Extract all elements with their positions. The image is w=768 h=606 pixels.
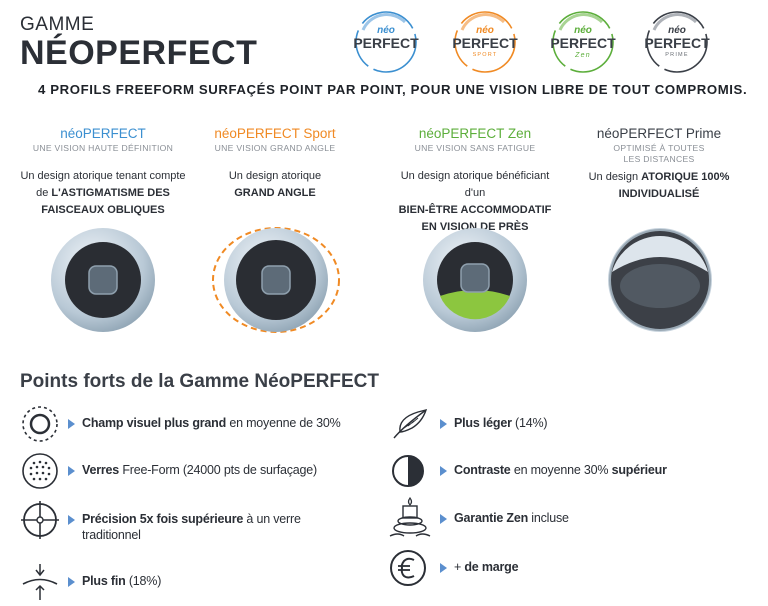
feature-text: Plus fin (18%) xyxy=(82,574,162,588)
product-name: néoPERFECT Sport xyxy=(214,126,336,141)
logo-sub-text: SPORT xyxy=(472,52,498,58)
logo-sub-text: Zen xyxy=(575,52,591,59)
bullet-arrow-icon xyxy=(68,515,75,525)
feature-text: Précision 5x fois supérieure à un verre … xyxy=(82,512,301,542)
feature-text: Verres Free-Form (24000 pts de surfaçage… xyxy=(82,463,317,477)
header-gamme: GAMME xyxy=(20,14,95,35)
logo-neoperfect: néo PERFECT xyxy=(345,10,427,74)
feature-marge: + de marge xyxy=(388,548,748,588)
feature-text: Plus léger (14%) xyxy=(454,416,548,430)
contrast-icon xyxy=(392,455,424,487)
bullet-arrow-icon xyxy=(68,577,75,587)
bullet-arrow-icon xyxy=(440,563,447,573)
product-name: néoPERFECT xyxy=(60,126,146,141)
logo-perfect-text: PERFECT xyxy=(353,35,419,51)
euro-icon xyxy=(390,550,426,586)
feather-icon xyxy=(393,409,428,439)
product-subtitle: UNE VISION SANS FATIGUE xyxy=(414,143,536,153)
product-subtitle: UNE VISION HAUTE DÉFINITION xyxy=(32,143,174,153)
feature-verres: Verres Free-Form (24000 pts de surfaçage… xyxy=(20,451,380,491)
feature-text: Garantie Zen incluse xyxy=(454,511,569,525)
dotted-sphere-icon xyxy=(22,453,58,489)
feature-garantie-zen: Garantie Zen incluse xyxy=(388,496,748,544)
section-title: Points forts de la Gamme NéoPERFECT xyxy=(20,371,379,392)
logo-neo-text: néo xyxy=(574,25,592,36)
product-description: Un design atorique tenant compte de L'AS… xyxy=(20,170,186,216)
zen-stones-icon xyxy=(389,496,431,537)
lens-sport-icon xyxy=(212,227,340,333)
product-neoperfect-zen: néoPERFECT Zen UNE VISION SANS FATIGUE U… xyxy=(390,126,560,236)
logo-neo-text: néo xyxy=(668,25,686,36)
logo-neoperfect-zen: néo PERFECT Zen xyxy=(542,10,624,74)
bullet-arrow-icon xyxy=(440,466,447,476)
crosshair-icon xyxy=(21,501,59,539)
product-neoperfect-sport: néoPERFECT Sport UNE VISION GRAND ANGLE … xyxy=(190,126,360,202)
logo-neo-text: néo xyxy=(476,25,494,36)
feature-text: Champ visuel plus grand en moyenne de 30… xyxy=(82,416,341,430)
feature-text: Contraste en moyenne 30% supérieur xyxy=(454,463,667,477)
logo-sub-text: PRIME xyxy=(665,52,689,58)
lens-zen-icon xyxy=(423,228,527,332)
feature-plus-fin: Plus fin (18%) xyxy=(20,562,380,602)
bullet-arrow-icon xyxy=(68,419,75,429)
feature-champ-visuel: Champ visuel plus grand en moyenne de 30… xyxy=(20,404,380,444)
lens-neoperfect-icon xyxy=(51,228,155,332)
thin-lens-icon xyxy=(22,564,58,600)
visual-field-icon xyxy=(22,406,58,442)
feature-text: + de marge xyxy=(454,560,519,574)
bullet-arrow-icon xyxy=(440,419,447,429)
feature-precision: Précision 5x fois supérieure à un verre … xyxy=(20,500,380,542)
product-neoperfect: néoPERFECT UNE VISION HAUTE DÉFINITION U… xyxy=(18,126,188,219)
product-subtitle: OPTIMISÉ À TOUTES LES DISTANCES xyxy=(613,143,705,164)
product-neoperfect-prime: néoPERFECT Prime OPTIMISÉ À TOUTES LES D… xyxy=(574,126,744,203)
product-name: néoPERFECT Prime xyxy=(596,126,722,141)
bullet-arrow-icon xyxy=(68,466,75,476)
logo-perfect-text: PERFECT xyxy=(550,35,616,51)
bullet-arrow-icon xyxy=(440,514,447,524)
tagline: 4 PROFILS FREEFORM SURFAÇÉS POINT PAR PO… xyxy=(38,82,748,97)
product-subtitle: UNE VISION GRAND ANGLE xyxy=(214,143,336,153)
logo-neoperfect-sport: néo PERFECT SPORT xyxy=(444,10,526,74)
product-description: Un design ATORIQUE 100% INDIVIDUALISÉ xyxy=(588,171,730,200)
feature-plus-leger: Plus léger (14%) xyxy=(388,404,748,444)
logo-neoperfect-prime: néo PERFECT PRIME xyxy=(636,10,718,74)
product-name: néoPERFECT Zen xyxy=(418,126,532,141)
logo-perfect-text: PERFECT xyxy=(644,35,710,51)
logo-perfect-text: PERFECT xyxy=(452,35,518,51)
logo-neo-text: néo xyxy=(377,25,395,36)
page-title: NÉOPERFECT xyxy=(20,34,258,72)
lens-prime-icon xyxy=(608,228,712,332)
feature-contraste: Contraste en moyenne 30% supérieur xyxy=(388,451,748,491)
